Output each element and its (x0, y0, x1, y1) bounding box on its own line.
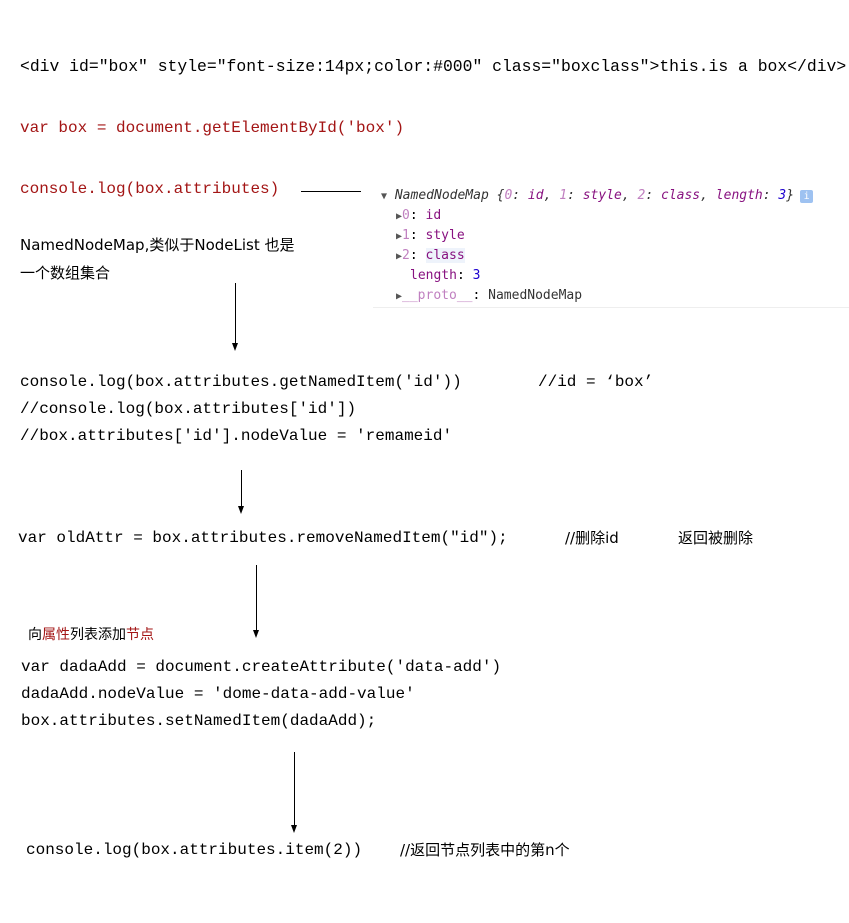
console-proto[interactable]: ▶__proto__: NamedNodeMap (396, 288, 583, 303)
arrow-line (294, 752, 295, 826)
arrow-line (235, 283, 236, 345)
expand-right-icon[interactable]: ▶ (396, 251, 403, 262)
create-line: var dadaAdd = document.createAttribute('… (21, 658, 502, 676)
console-header[interactable]: ▼ NamedNodeMap {0: id, 1: style, 2: clas… (381, 186, 814, 207)
remove-comment: //删除id (565, 529, 619, 547)
add-heading: 向属性列表添加节点 (28, 627, 154, 643)
note-line-2: 一个数组集合 (20, 264, 111, 282)
arrow-down-icon (238, 506, 244, 514)
div-html-line: <div id="box" style="font-size:14px;colo… (20, 57, 847, 76)
arrow-down-icon (232, 343, 238, 351)
expand-right-icon[interactable]: ▶ (396, 211, 403, 222)
remove-note: 返回被删除 (678, 529, 754, 547)
arrow-down-icon (291, 825, 297, 833)
note-line-1: NamedNodeMap,类似于NodeList 也是 (20, 236, 295, 254)
expand-right-icon[interactable]: ▶ (396, 231, 403, 242)
expand-right-icon[interactable]: ▶ (396, 291, 403, 302)
item-line: console.log(box.attributes.item(2)) (26, 841, 363, 859)
remove-line: var oldAttr = box.attributes.removeNamed… (18, 529, 508, 547)
item-comment: //返回节点列表中的第n个 (400, 841, 570, 859)
console-entry[interactable]: ▶1: style (396, 228, 465, 243)
var-box-line: var box = document.getElementById('box') (20, 119, 405, 137)
comment-bracket-line: //console.log(box.attributes['id']) (20, 400, 357, 418)
set-named-line: box.attributes.setNamedItem(dadaAdd); (21, 712, 377, 730)
console-entry[interactable]: ▶0: id (396, 208, 442, 223)
comment-rename-line: //box.attributes['id'].nodeValue = 'rema… (20, 427, 453, 445)
get-named-comment: //id = ‘box’ (538, 373, 654, 391)
info-icon[interactable]: i (800, 190, 814, 203)
console-log-line: console.log(box.attributes) (20, 180, 280, 198)
arrow-line (241, 470, 242, 508)
object-type: NamedNodeMap (394, 188, 489, 203)
console-output: ▼ NamedNodeMap {0: id, 1: style, 2: clas… (373, 183, 849, 308)
connector-line (301, 191, 361, 192)
console-entry[interactable]: ▶2: class (396, 248, 465, 263)
arrow-down-icon (253, 630, 259, 638)
console-length: length: 3 (410, 268, 481, 283)
expand-down-icon[interactable]: ▼ (381, 191, 388, 202)
node-value-line: dadaAdd.nodeValue = 'dome-data-add-value… (21, 685, 415, 703)
get-named-line: console.log(box.attributes.getNamedItem(… (20, 373, 462, 391)
arrow-line (256, 565, 257, 631)
